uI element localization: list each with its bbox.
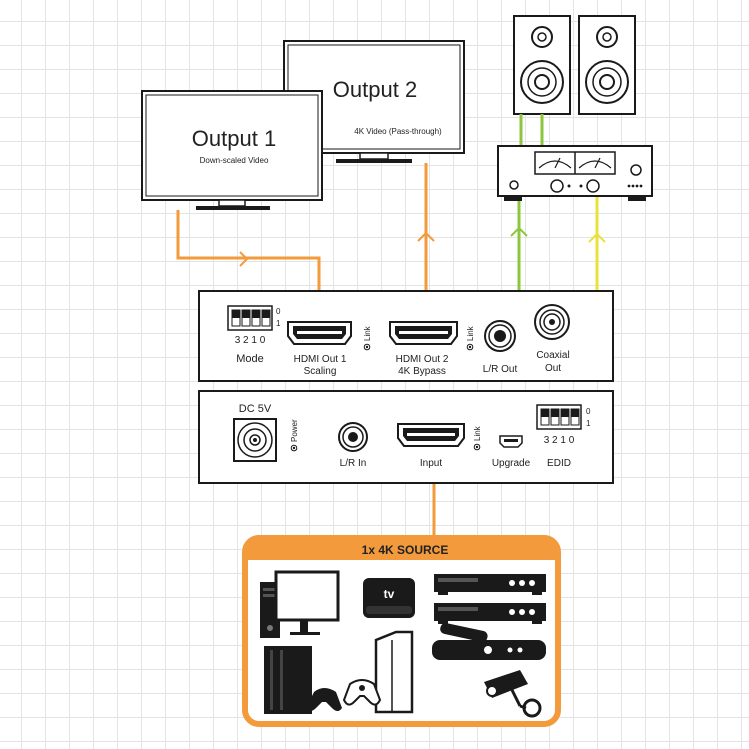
lr-in-label: L/R In (340, 458, 367, 469)
hdmi-out2-port[interactable] (389, 321, 458, 345)
mode-dip-state-1: 1 (276, 319, 281, 328)
mode-label: Mode (236, 353, 264, 365)
link-led-icon (466, 343, 474, 351)
satellite-receiver-icon (432, 623, 546, 660)
dc-power-jack[interactable] (233, 418, 277, 462)
hdmi-out1-port[interactable] (287, 321, 352, 345)
power-label: Power (290, 419, 299, 442)
gamepad-icon (306, 688, 342, 711)
output1-title: Output 1 (192, 126, 276, 151)
edid-label: EDID (547, 458, 571, 469)
monitor-icon (274, 570, 340, 635)
svg-text:tv: tv (384, 587, 395, 601)
edid-dip-state-0: 0 (586, 407, 591, 416)
hdmi-input-port[interactable] (397, 423, 465, 447)
lr-in-jack[interactable] (338, 422, 368, 452)
output-panel: 0 1 3 2 1 0 Mode HDMI Out 1 Scaling Link… (198, 290, 614, 382)
speaker-icon (513, 15, 571, 115)
coaxial-label-2: Out (545, 363, 561, 374)
link-label-out2: Link (466, 325, 475, 341)
edid-dip-switch[interactable] (536, 404, 582, 430)
input-panel: DC 5V Power L/R In Input Li (198, 390, 614, 484)
upgrade-label: Upgrade (492, 458, 531, 469)
link-led-icon (363, 343, 371, 351)
hdmi-out2-label-2: 4K Bypass (398, 366, 446, 377)
amplifier-icon (497, 145, 653, 201)
mode-dip-switch[interactable] (227, 305, 273, 331)
lr-out-label: L/R Out (483, 364, 518, 375)
dc-label: DC 5V (239, 403, 272, 415)
hdmi-out1-label-1: HDMI Out 1 (294, 354, 347, 365)
bluray-player-icon (434, 603, 546, 624)
coaxial-out-jack[interactable] (534, 304, 570, 340)
output2-subtitle: 4K Video (Pass-through) (354, 127, 442, 136)
link-label-out1: Link (363, 325, 372, 341)
edid-dip-state-1: 1 (586, 419, 591, 428)
dvd-player-icon (434, 574, 546, 595)
apple-tv-icon: tv (363, 578, 415, 618)
hdmi-out2-label-1: HDMI Out 2 (396, 354, 449, 365)
link-label-input: Link (473, 425, 482, 441)
source-title: 1x 4K SOURCE (362, 543, 449, 557)
gamepad-icon (342, 679, 382, 706)
mode-dip-numbers: 3 2 1 0 (235, 335, 266, 346)
output1-display: Output 1 Down-scaled Video (141, 90, 323, 210)
hdmi-out1-label-2: Scaling (304, 366, 337, 377)
output1-subtitle: Down-scaled Video (200, 156, 269, 165)
power-led-icon (290, 444, 298, 452)
usb-upgrade-port[interactable] (499, 435, 523, 448)
link-led-icon (473, 443, 481, 451)
input-label: Input (420, 458, 442, 469)
edid-dip-numbers: 3 2 1 0 (544, 435, 575, 446)
lr-out-jack[interactable] (484, 320, 516, 352)
coaxial-label-1: Coaxial (536, 350, 569, 361)
output2-title: Output 2 (333, 77, 417, 102)
security-camera-icon (484, 670, 542, 718)
console-icon (264, 646, 312, 714)
speaker-icon (578, 15, 636, 115)
mode-dip-state-0: 0 (276, 307, 281, 316)
console-icon (374, 630, 414, 714)
